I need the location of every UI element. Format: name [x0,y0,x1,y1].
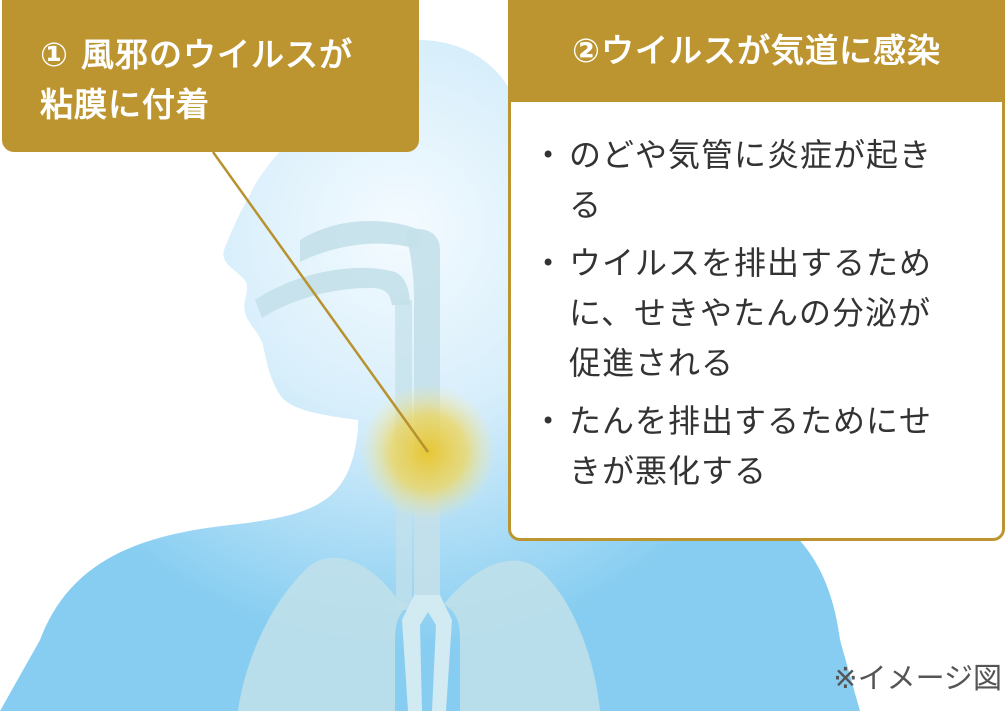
oral-cavity [255,267,410,318]
label-virus-attach-line2: 粘膜に付着 [40,85,210,124]
symptom-list: • のどや気管に炎症が起き る • ウイルスを排出するため に、せきやたんの分泌… [511,102,1002,496]
right-lung [444,560,600,711]
step-number-1: ① [40,35,69,74]
bronchi [402,595,452,711]
left-lung [238,557,410,711]
image-note: ※イメージ図 [833,661,1002,695]
bullet-icon: • [541,249,557,277]
nasal-cavity [300,220,420,262]
list-item: • のどや気管に炎症が起き る [541,130,982,230]
list-item: • たんを排出するためにせ きが悪化する [541,396,982,496]
list-item: • ウイルスを排出するため に、せきやたんの分泌が 促進される [541,238,982,388]
bullet-icon: • [541,407,557,435]
airway-infection-title: ②ウイルスが気道に感染 [511,0,1002,102]
leader-line [211,151,430,453]
airway-infection-box: ②ウイルスが気道に感染 • のどや気管に炎症が起き る • ウイルスを排出するた… [508,0,1005,541]
bullet-icon: • [541,141,557,169]
